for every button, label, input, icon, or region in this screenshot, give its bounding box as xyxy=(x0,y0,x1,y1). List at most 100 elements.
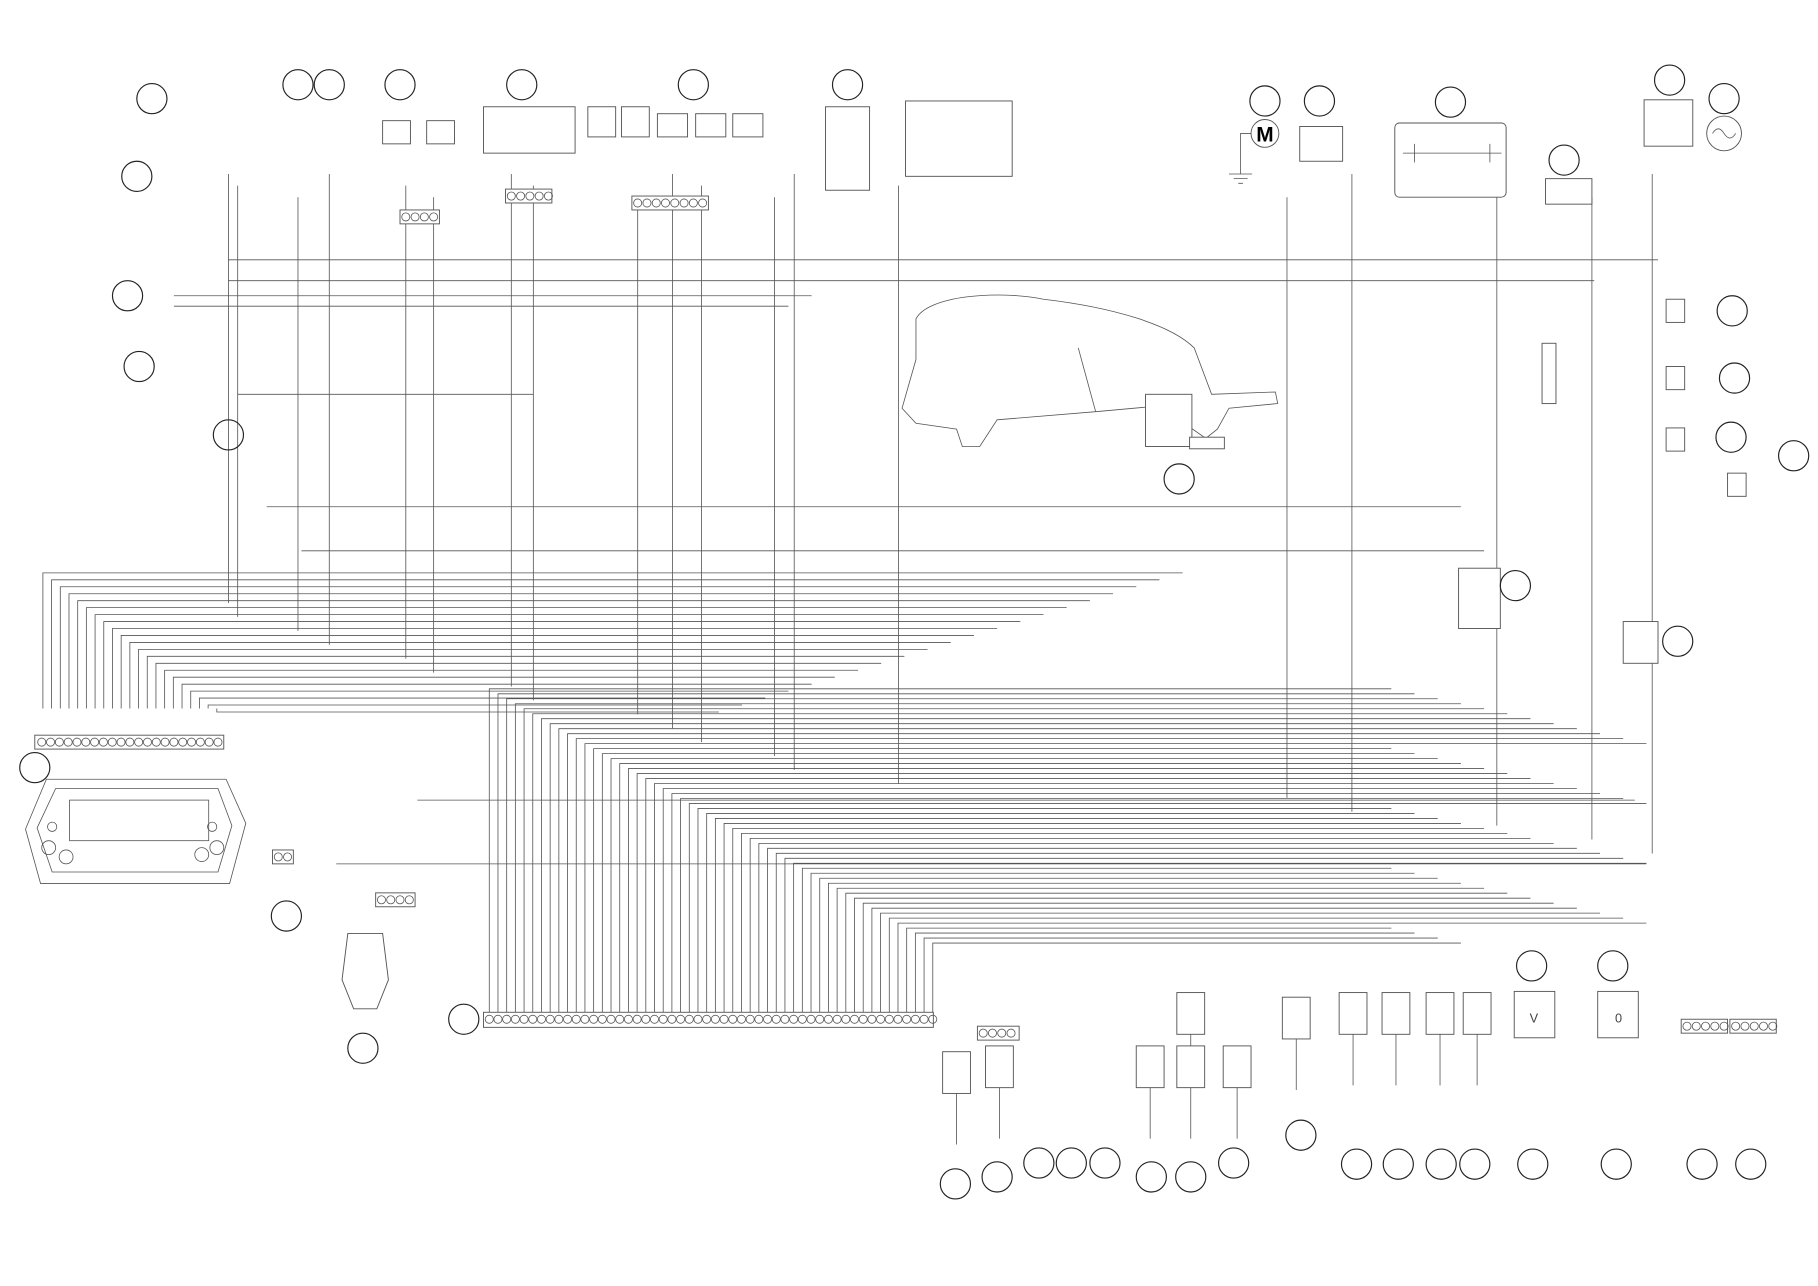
switch-box xyxy=(1545,178,1593,205)
callout-circle xyxy=(1055,1147,1087,1179)
connector-block xyxy=(1665,298,1686,323)
connector-block xyxy=(1622,621,1659,664)
connector-pin xyxy=(978,1028,988,1038)
connector-pin xyxy=(1701,1021,1710,1031)
wire xyxy=(775,852,1601,1013)
connector-pin xyxy=(401,212,411,222)
wire xyxy=(871,907,1577,1013)
wire xyxy=(51,579,1160,709)
sensor-connector xyxy=(985,1045,1014,1089)
connector-pin xyxy=(571,1014,581,1024)
callout-circle xyxy=(1597,950,1629,982)
connector-pin xyxy=(780,1014,790,1024)
wire xyxy=(628,768,1485,1013)
connector-block xyxy=(375,892,416,908)
wire xyxy=(619,763,1461,1013)
callout-circle xyxy=(1303,85,1336,117)
wire xyxy=(880,912,1601,1013)
connector-pin xyxy=(493,1014,503,1024)
connector-block xyxy=(1727,472,1747,497)
wire xyxy=(688,803,1647,1013)
fuel-pump xyxy=(341,932,389,1010)
callout-circle xyxy=(1382,1148,1414,1180)
connector-pin xyxy=(876,1014,886,1024)
connector-pin xyxy=(728,1014,738,1024)
connector-pin xyxy=(815,1014,825,1024)
connector-pin xyxy=(589,1014,599,1024)
relay xyxy=(1299,126,1344,162)
connector-pin xyxy=(169,737,179,747)
wire xyxy=(801,867,1392,1013)
callout-circle xyxy=(121,160,153,192)
wire xyxy=(584,743,1647,1013)
connector-pin xyxy=(736,1014,746,1024)
ecu-connector xyxy=(1189,436,1225,450)
connector-block xyxy=(1665,427,1686,452)
connector-pin xyxy=(797,1014,807,1024)
wire xyxy=(654,783,1554,1013)
callout-circle xyxy=(384,69,416,101)
callout-circle xyxy=(1718,362,1751,394)
connector-pin xyxy=(534,191,544,201)
callout-circle xyxy=(1340,1148,1373,1180)
sensor-connector xyxy=(1381,992,1411,1035)
connector-pin xyxy=(410,212,420,222)
connector-pin xyxy=(506,191,516,201)
connector-pin xyxy=(633,198,643,208)
connector-pin xyxy=(187,737,197,747)
wire xyxy=(575,738,1624,1013)
callout-circle xyxy=(448,1003,480,1035)
wire xyxy=(862,902,1554,1013)
connector-block xyxy=(1729,1018,1777,1034)
wire xyxy=(828,882,1461,1013)
connector-pin xyxy=(651,198,661,208)
connector-pin xyxy=(710,1014,720,1024)
wire xyxy=(164,669,858,709)
sensor-connector xyxy=(1338,992,1368,1035)
connector-pin xyxy=(502,1014,512,1024)
switch-box xyxy=(382,120,411,145)
connector-pin xyxy=(688,198,698,208)
callout-circle xyxy=(1163,463,1195,495)
connector-pin xyxy=(658,1014,668,1024)
sensor-connector xyxy=(1281,996,1311,1040)
wire xyxy=(181,683,812,709)
connector-pin xyxy=(98,737,108,747)
wire xyxy=(112,628,998,709)
callout-circle xyxy=(1662,625,1694,657)
switch-box xyxy=(656,113,689,138)
wire xyxy=(749,837,1531,1013)
connector-pin xyxy=(1006,1028,1016,1038)
callout-circle xyxy=(506,69,538,101)
connector-pin xyxy=(204,737,214,747)
connector-pin xyxy=(563,1014,573,1024)
connector-pin xyxy=(516,191,526,201)
connector-pin xyxy=(623,1014,633,1024)
callout-circle xyxy=(1686,1148,1718,1180)
connector-pin xyxy=(632,1014,642,1024)
connector-pin xyxy=(395,895,405,905)
connector-pin xyxy=(641,1014,651,1024)
wire xyxy=(190,690,789,709)
connector-pin xyxy=(884,1014,894,1024)
connector-pin xyxy=(988,1028,997,1038)
sensor-v xyxy=(1513,990,1556,1039)
wire xyxy=(932,942,1461,1013)
wire xyxy=(810,872,1415,1013)
wire xyxy=(593,748,1392,1013)
wire xyxy=(914,932,1415,1013)
connector-block xyxy=(1665,366,1686,391)
wire xyxy=(923,937,1438,1013)
callout-circle xyxy=(136,82,168,115)
connector-pin xyxy=(536,1014,546,1024)
wire xyxy=(793,862,1647,1013)
sensor-0 xyxy=(1597,990,1639,1039)
connector-pin xyxy=(1719,1021,1729,1031)
wire xyxy=(732,827,1485,1013)
connector-pin xyxy=(63,737,73,747)
callout-circle xyxy=(1425,1148,1457,1180)
connector-pin xyxy=(1740,1021,1750,1031)
connector-pin xyxy=(719,1014,729,1024)
callout-circle xyxy=(1249,85,1281,117)
battery-box xyxy=(1394,122,1507,198)
